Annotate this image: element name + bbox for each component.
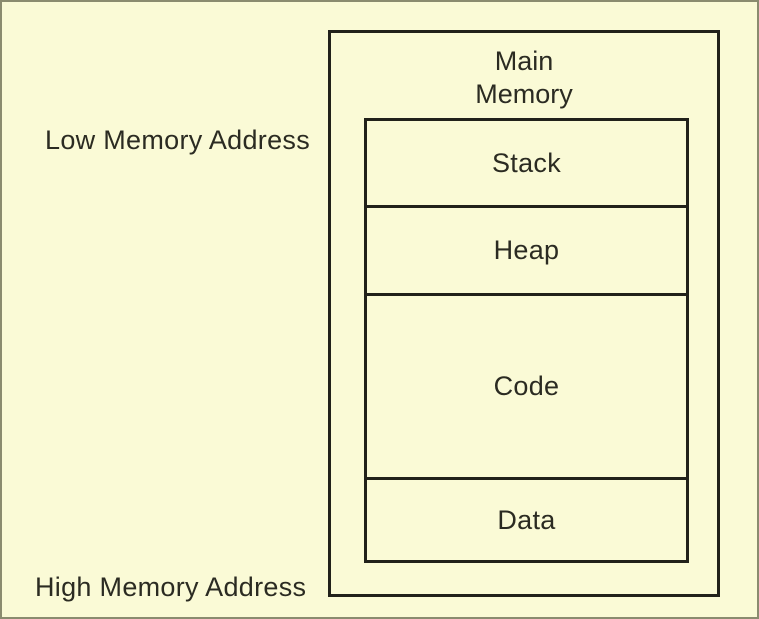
- high-memory-address-label: High Memory Address: [35, 572, 307, 602]
- memory-segment-data: Data: [367, 477, 686, 560]
- memory-segment-code: Code: [367, 293, 686, 477]
- segment-label: Stack: [491, 147, 562, 178]
- memory-segment-stack: Stack: [367, 121, 686, 205]
- main-memory-title-line2: Memory: [475, 79, 573, 109]
- low-memory-address-label: Low Memory Address: [45, 125, 310, 155]
- memory-segments: Stack Heap Code Data: [364, 118, 689, 563]
- main-memory-title-line1: Main: [494, 46, 554, 76]
- segment-label: Code: [493, 371, 560, 401]
- segment-label: Heap: [493, 235, 560, 265]
- main-memory-box: Main Memory Stack Heap Code Data: [328, 30, 720, 597]
- memory-segment-heap: Heap: [367, 205, 686, 293]
- segment-label: Data: [497, 504, 556, 535]
- main-memory-title: Main Memory: [331, 45, 717, 111]
